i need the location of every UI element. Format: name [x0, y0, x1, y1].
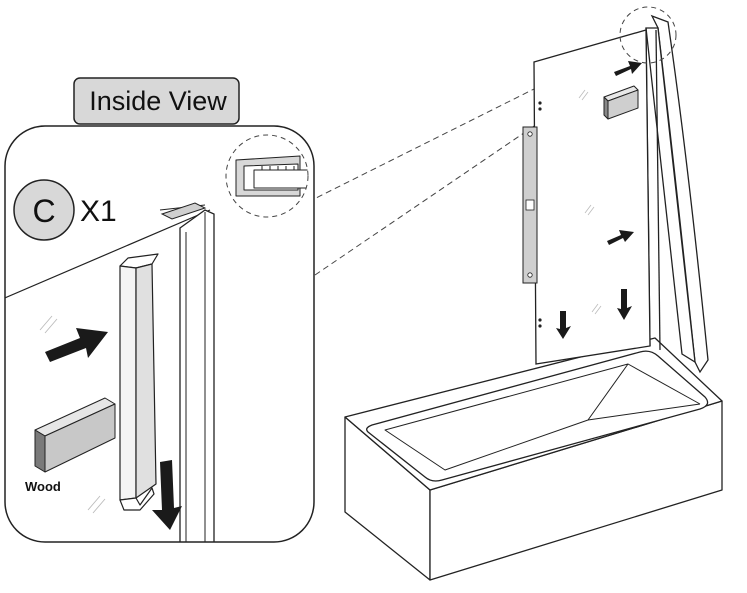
glass-screen [522, 29, 651, 365]
arrow-right-middle [607, 230, 634, 245]
part-quantity: X1 [80, 195, 117, 228]
wall-profile [645, 14, 709, 374]
inset-arrow-right [45, 328, 108, 362]
inset-wood-block [34, 397, 116, 473]
part-c-badge: C X1 [13, 179, 117, 241]
bathtub-basin [366, 350, 709, 482]
inside-view-header: Inside View [73, 77, 240, 125]
wood-block-main [603, 85, 639, 120]
wood-label: Wood [25, 479, 61, 494]
inset-glass-panel [179, 209, 215, 542]
inside-view-inset [4, 125, 315, 543]
direction-arrows-main [556, 61, 642, 339]
inside-view-label: Inside View [89, 86, 227, 116]
inset-profile-channel [119, 253, 159, 511]
inset-arrow-down [152, 460, 182, 530]
arrow-right-top [614, 61, 642, 76]
part-letter: C [32, 193, 55, 229]
inset-detail-zoom [225, 134, 309, 218]
bathtub [344, 337, 723, 581]
arrow-down-left [556, 311, 571, 339]
detail-callout-circle [619, 6, 677, 64]
arrow-down-right [617, 289, 632, 320]
